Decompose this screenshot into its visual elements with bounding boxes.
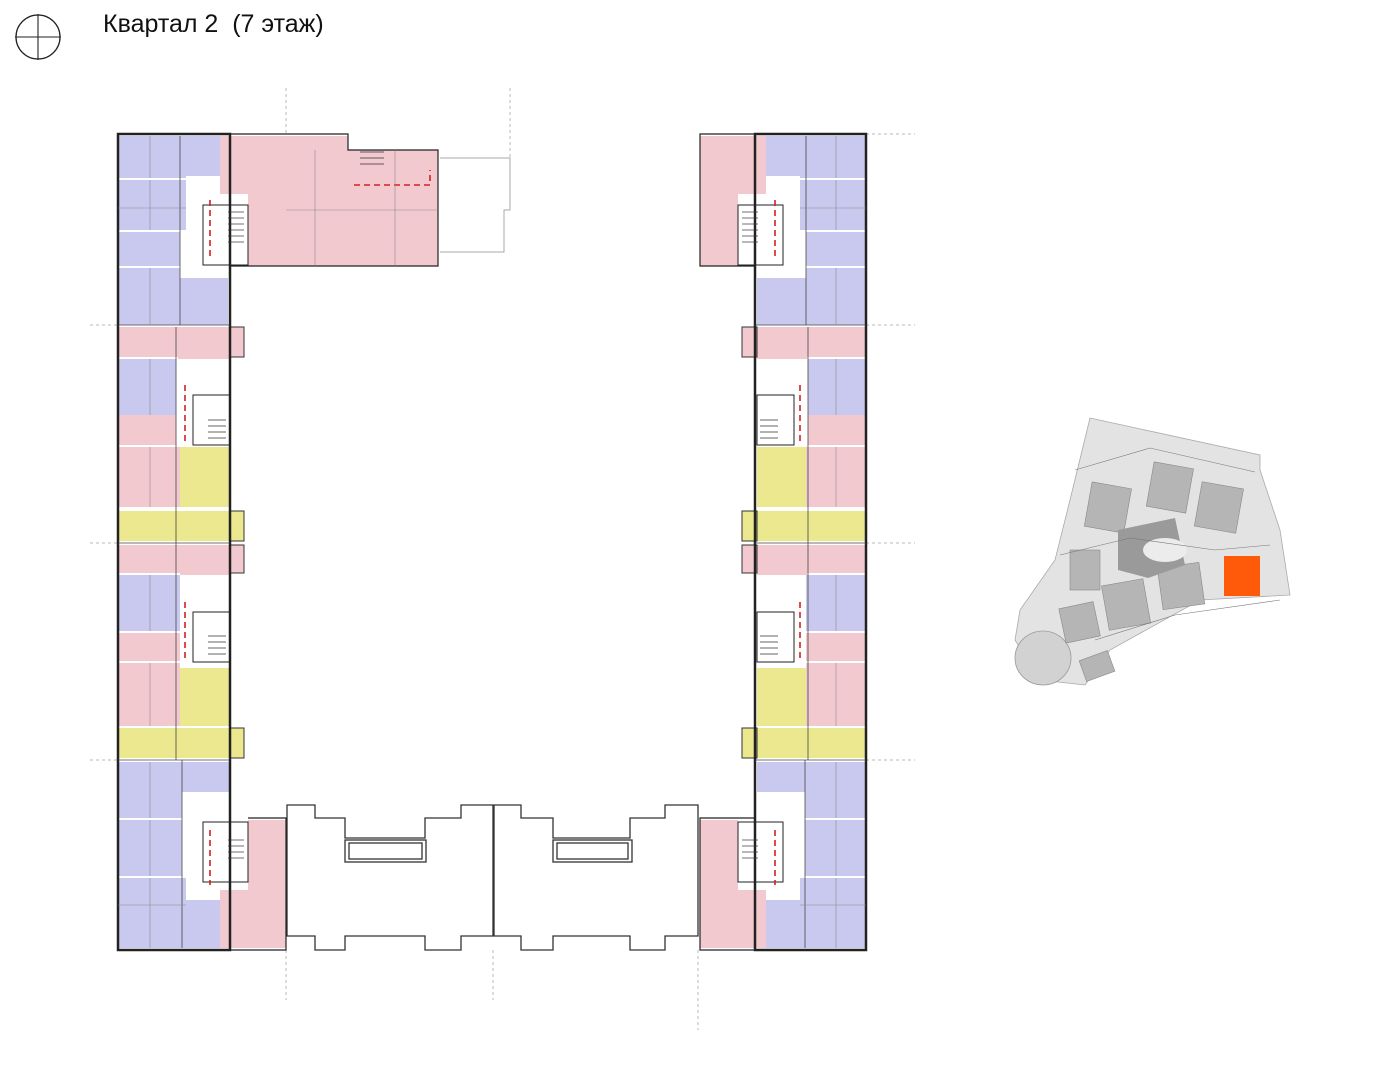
room-partitions [118,136,866,948]
page-title: Квартал 2 (7 этаж) [103,10,324,38]
site-blocks [1058,461,1244,682]
left-wing [116,132,439,952]
neighbor-building-outline [286,804,699,951]
site-location-map [1014,417,1291,686]
right-wing [699,132,868,952]
axis-lines [90,88,915,1030]
selected-block-highlight [1224,556,1260,596]
north-arrow-icon [15,14,61,60]
roundabout [1014,630,1072,686]
staircase-icon [208,151,778,859]
neighbor-building-outline [440,157,511,253]
